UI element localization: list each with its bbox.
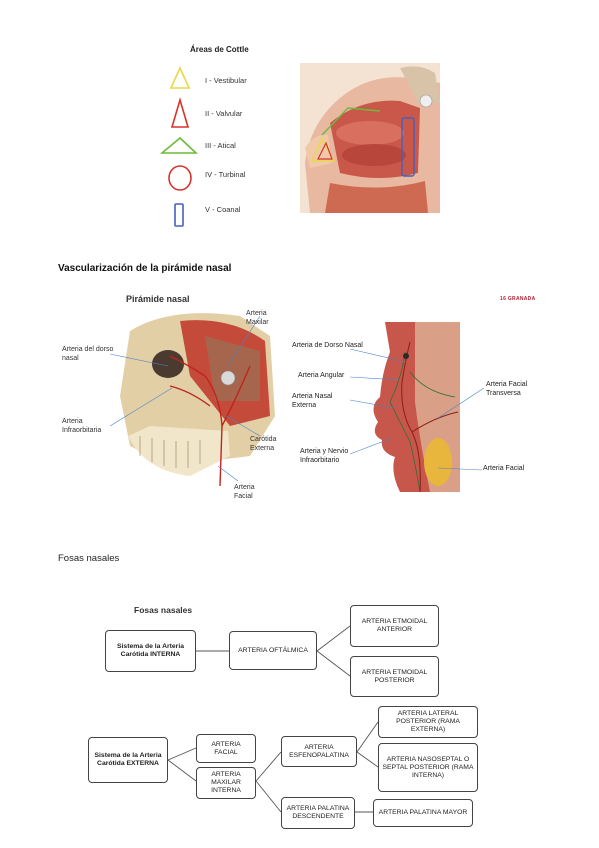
box-arteria-facial: ARTERIA FACIAL [196, 734, 256, 763]
cottle-title: Áreas de Cottle [190, 45, 249, 54]
legend-label-valvular: II - Valvular [205, 109, 243, 118]
box-palatina-mayor: ARTERIA PALATINA MAYOR [373, 799, 473, 827]
legend-label-vestibular: I - Vestibular [205, 76, 247, 85]
label-carotida-externa: Carótida Externa [250, 436, 277, 452]
label-arteria-facial: Arteria Facial [234, 484, 255, 500]
diagram-title: Fosas nasales [134, 605, 193, 615]
nasal-cavity-illustration [300, 63, 440, 213]
label-arteria-infraorbitaria: Arteria Infraorbitaria [62, 418, 102, 434]
legend-label-atical: III - Atical [205, 141, 236, 150]
legend-label-turbinal: IV - Turbinal [205, 170, 246, 179]
box-carotida-interna: Sistema de la Arteria Carótida INTERNA [105, 630, 196, 672]
label-arteria-facial-face: Arteria Facial [483, 465, 525, 472]
section-title-vascularizacion: Vascularización de la pirámide nasal [58, 263, 232, 274]
box-palatina-descendente: ARTERIA PALATINA DESCENDENTE [281, 797, 355, 829]
face-leader-lines [349, 348, 485, 471]
granada-watermark: 16 GRANADA [500, 296, 536, 302]
face-profile-illustration [373, 322, 460, 492]
label-arteria-nasal-externa: Arteria Nasal Externa [292, 393, 333, 409]
box-arteria-oftalmica: ARTERIA OFTÁLMICA [229, 631, 317, 670]
label-arteria-dorso-nasal-face: Arteria de Dorso Nasal [292, 342, 363, 349]
turbinal-ellipse-icon [168, 165, 192, 191]
vestibular-triangle-icon [169, 66, 191, 89]
box-carotida-externa: Sistema de la Arteria Carótida EXTERNA [88, 737, 168, 783]
section-title-fosas-nasales: Fosas nasales [58, 553, 120, 564]
box-etmoidal-posterior: ARTERIA ETMOIDAL POSTERIOR [350, 656, 439, 697]
atical-triangle-icon [160, 136, 199, 154]
piramide-title: Pirámide nasal [126, 294, 190, 304]
label-arteria-facial-transversa: Arteria Facial Transversa [486, 381, 528, 397]
box-nasoseptal: ARTERIA NASOSEPTAL O SEPTAL POSTERIOR (R… [378, 743, 478, 792]
box-arteria-maxilar-interna: ARTERIA MAXILAR INTERNA [196, 767, 256, 799]
box-etmoidal-anterior: ARTERIA ETMOIDAL ANTERIOR [350, 605, 439, 647]
cottle-legend-icons [160, 66, 199, 227]
coanal-rect-icon [174, 203, 184, 227]
box-arteria-esfenopalatina: ARTERIA ESFENOPALATINA [281, 736, 357, 767]
label-arteria-nervio-infraorbitario: Arteria y Nervio Infraorbitario [300, 448, 349, 464]
box-lateral-posterior: ARTERIA LATERAL POSTERIOR (RAMA EXTERNA) [378, 706, 478, 738]
label-arteria-maxilar: Arteria Maxilar [246, 310, 269, 326]
skull-illustration [110, 313, 275, 486]
label-arteria-angular: Arteria Angular [298, 372, 345, 379]
label-arteria-dorso-nasal: Arteria del dorso nasal [62, 346, 114, 362]
legend-label-coanal: V - Coanal [205, 205, 241, 214]
valvular-triangle-icon [170, 97, 190, 128]
